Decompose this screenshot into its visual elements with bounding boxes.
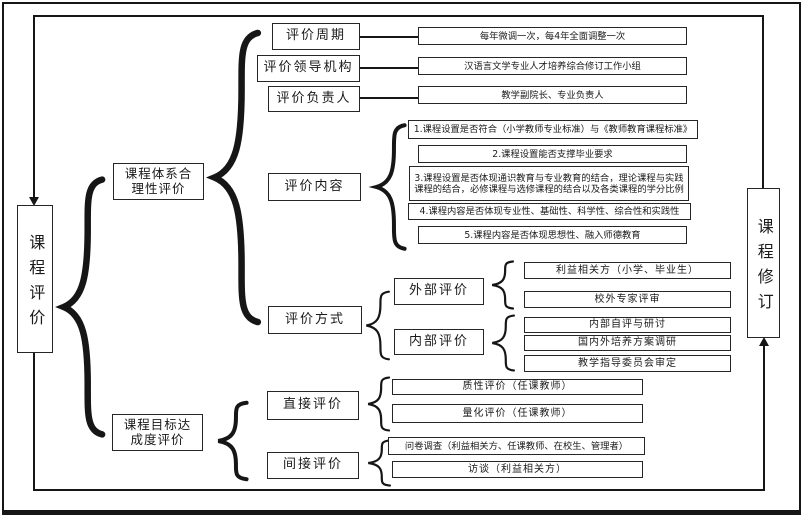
cycle-bottom-line <box>33 489 765 491</box>
direct-item-2: 量化评价（任课教师） <box>392 404 643 423</box>
brace-internal <box>489 315 515 371</box>
content-item-3: 3.课程设置是否体现通识教育与专业教育的结合，理论课程与实践课程的结合，必修课程… <box>409 166 689 201</box>
branch-system-node: 课程体系合 理性评价 <box>113 163 204 200</box>
root-node: 课程评价 <box>17 205 53 353</box>
cycle-right-line-bottom <box>763 345 765 490</box>
branch-goal-node: 课程目标达 成度评价 <box>112 414 203 451</box>
cycle-left-line-bottom <box>33 353 35 490</box>
brace-direct <box>365 377 390 431</box>
direct-label: 直接评价 <box>267 391 359 420</box>
brace-system <box>208 30 260 325</box>
indirect-item-2: 访谈（利益相关方） <box>392 461 643 478</box>
brace-root <box>58 177 104 437</box>
content-item-4: 4.课程内容是否体现专业性、基础性、科学性、综合性和实践性 <box>408 203 691 220</box>
branch-system-line2: 理性评价 <box>131 180 186 196</box>
external-item-1: 利益相关方（小学、毕业生） <box>524 262 731 279</box>
cycle-left-line-top <box>33 15 35 198</box>
revision-node: 课程修订 <box>747 188 780 338</box>
manager-value: 教学副院长、专业负责人 <box>418 86 687 104</box>
indirect-item-1: 问卷调查（利益相关方、任课教师、在校生、管理者） <box>388 437 645 455</box>
brace-method <box>363 291 390 360</box>
content-label: 评价内容 <box>268 173 361 201</box>
brace-indirect <box>365 440 391 486</box>
leader-value: 汉语言文学专业人才培养综合修订工作小组 <box>418 57 687 75</box>
external-label: 外部评价 <box>394 278 484 305</box>
period-label: 评价周期 <box>272 23 360 50</box>
leader-connector <box>360 67 418 69</box>
manager-label: 评价负责人 <box>268 86 360 112</box>
content-item-2: 2.课程设置能否支撑毕业要求 <box>418 145 687 163</box>
branch-goal-line2: 成度评价 <box>130 431 185 447</box>
leader-label: 评价领导机构 <box>257 55 360 82</box>
internal-item-2: 国内外培养方案调研 <box>524 335 731 351</box>
brace-external <box>489 261 514 309</box>
period-value: 每年微调一次，每4年全面调整一次 <box>418 27 687 45</box>
content-item-1: 1.课程设置是否符合（小学教师专业标准）与《教师教育课程标准》 <box>408 120 698 139</box>
content-item-5: 5.课程内容是否体现思想性、融入师德教育 <box>418 226 687 244</box>
indirect-label: 间接评价 <box>267 452 359 479</box>
branch-goal-line1: 课程目标达 <box>123 417 192 433</box>
cycle-right-line-top <box>762 15 764 188</box>
arrow-down-icon <box>29 197 39 206</box>
branch-system-line1: 课程体系合 <box>124 166 193 182</box>
arrow-up-icon <box>759 337 769 346</box>
internal-item-1: 内部自评与研讨 <box>524 317 731 333</box>
internal-item-3: 教学指导委员会审定 <box>524 355 731 372</box>
manager-connector <box>360 97 418 99</box>
brace-content <box>372 124 406 250</box>
external-item-2: 校外专家评审 <box>524 291 731 308</box>
cycle-top-line <box>34 15 764 17</box>
method-label: 评价方式 <box>268 306 362 334</box>
internal-label: 内部评价 <box>394 329 484 355</box>
brace-goal <box>214 402 248 480</box>
period-connector <box>360 36 418 38</box>
direct-item-1: 质性评价（任课教师） <box>392 379 643 395</box>
